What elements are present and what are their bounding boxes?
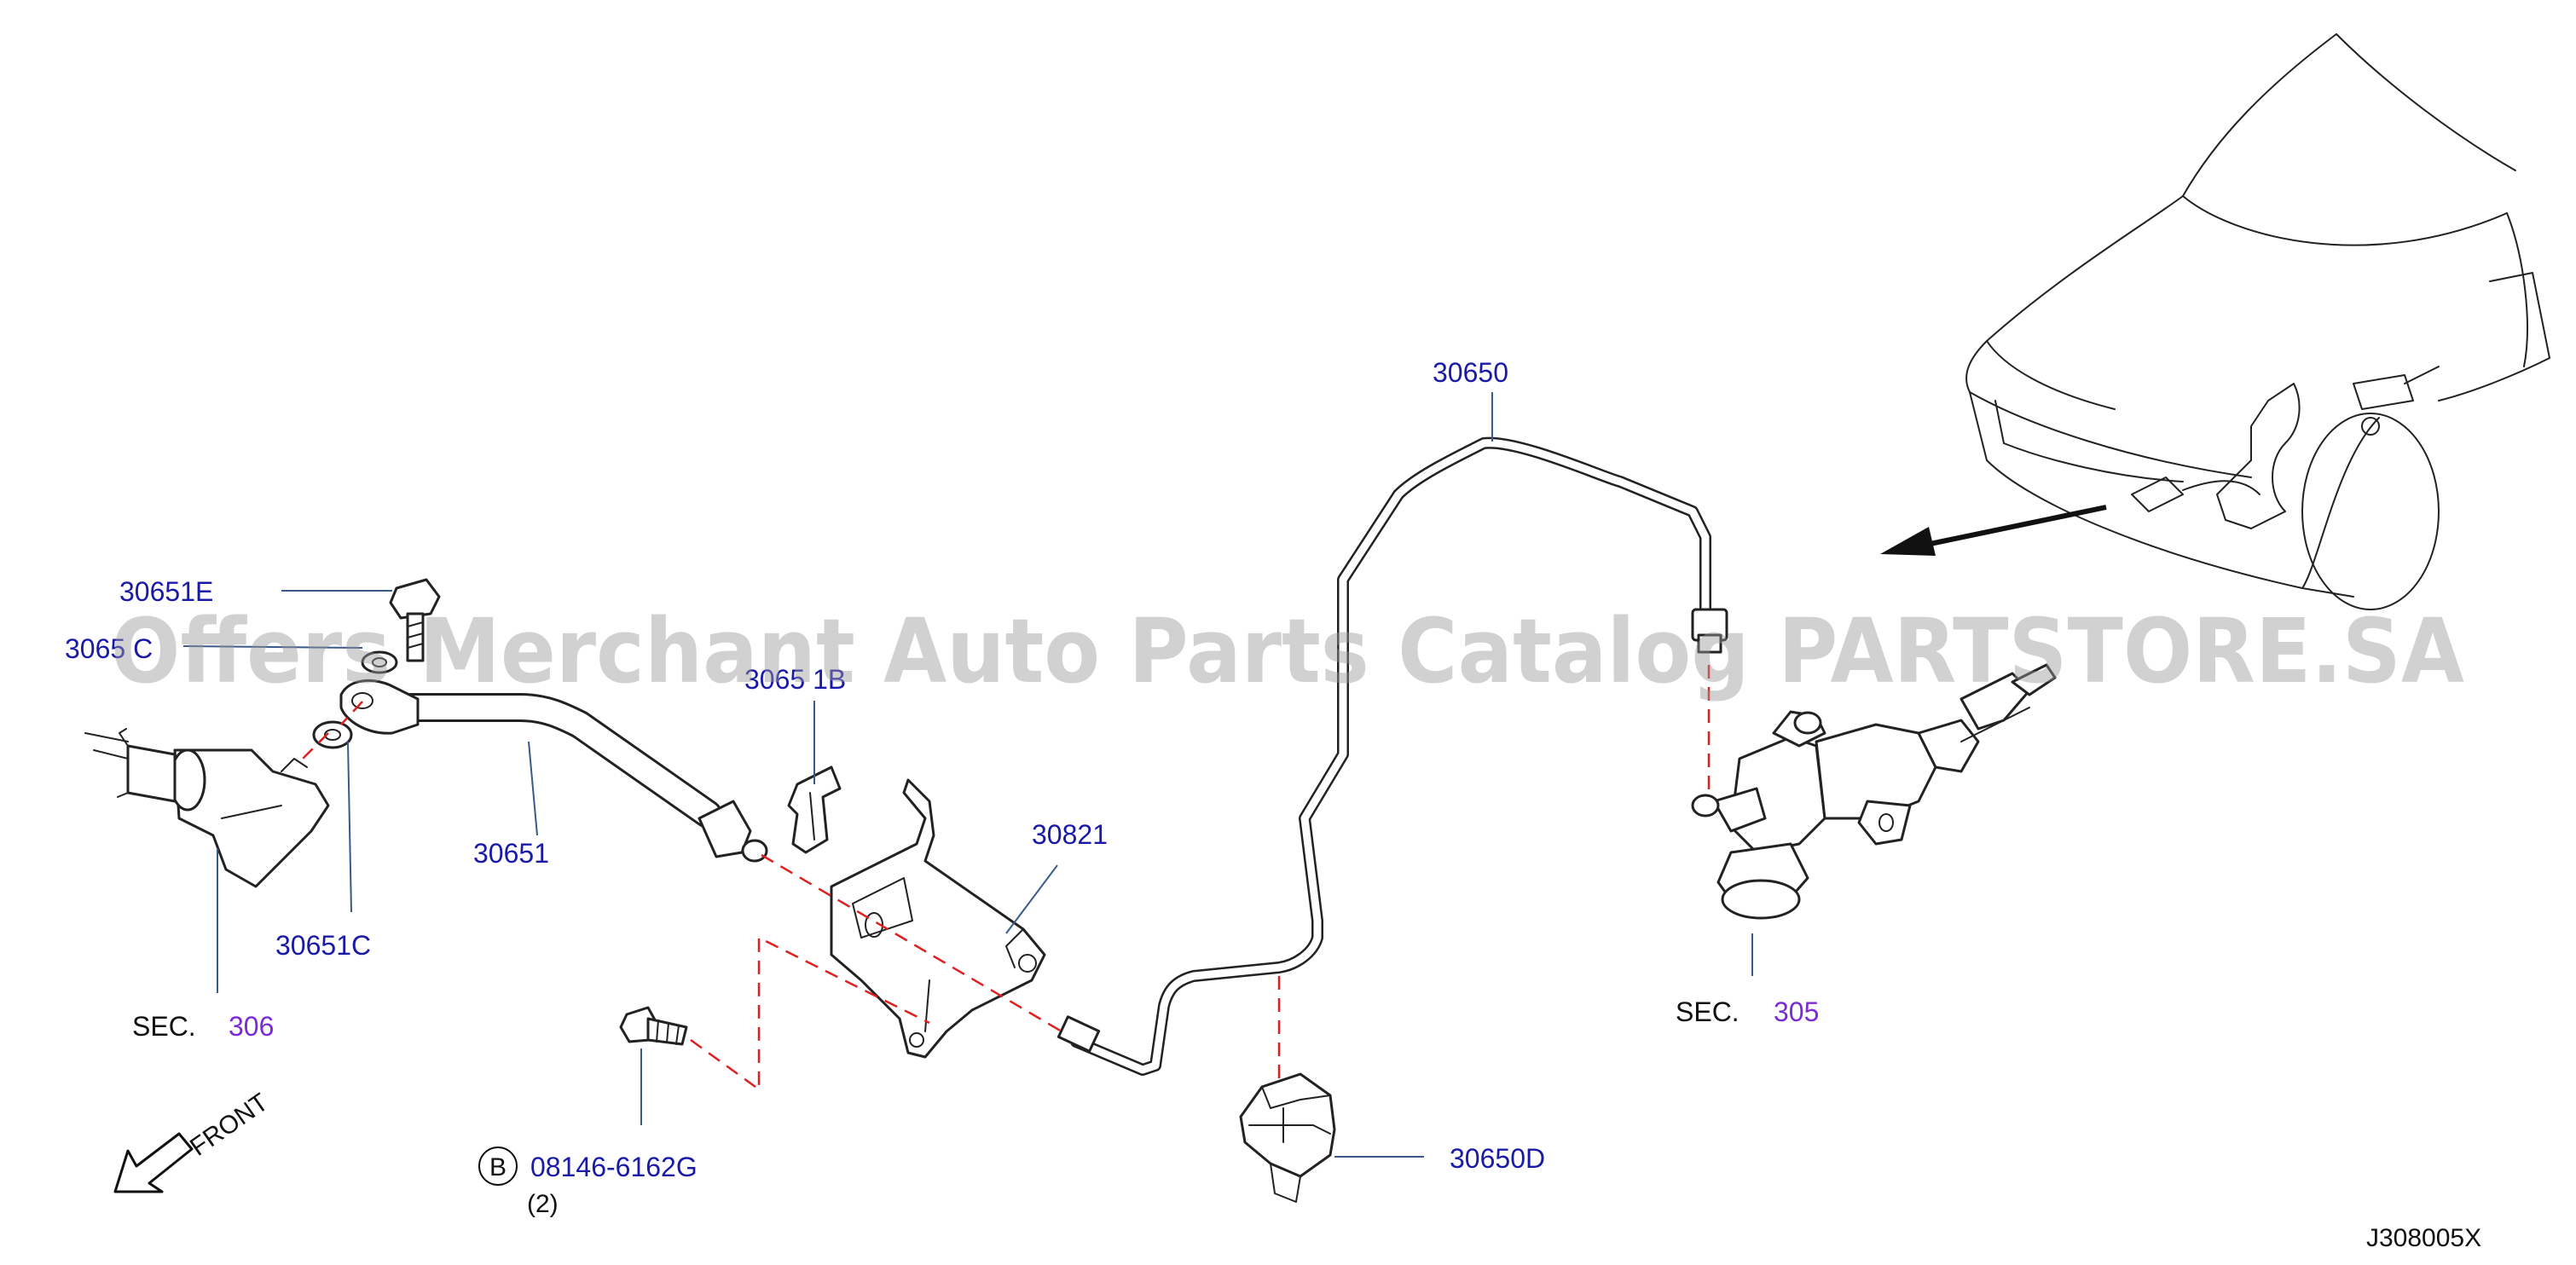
label-30651B[interactable]: 3065 1B [744,664,846,695]
label-30651C-top[interactable]: 3065 C [65,633,153,664]
bolt-callout-letter: B [489,1153,507,1181]
sec-306-prefix: SEC. [132,1011,196,1042]
sec-305-link[interactable]: 305 [1774,996,1819,1027]
bolt-callout-badge: B [478,1147,518,1186]
watermark-text: Offers Merchant Auto Parts Catalog PARTS… [111,599,2464,703]
vehicle-outline-icon [1880,33,2550,610]
leader-lines [182,392,1753,1158]
label-30651E[interactable]: 30651E [119,576,213,607]
sec-305-prefix: SEC. [1676,996,1740,1027]
label-30821[interactable]: 30821 [1032,819,1108,850]
washer-30651C-top[interactable] [361,650,398,674]
front-label: FRONT [185,1088,274,1161]
clip-30650D[interactable] [1239,1072,1336,1203]
clutch-tube-30650[interactable] [1056,436,1728,1076]
master-cylinder-sec305[interactable] [1691,663,2057,920]
bracket-30821[interactable] [830,778,1046,1059]
washer-30651C-bottom[interactable] [312,720,353,749]
label-30651C[interactable]: 30651C [275,930,371,961]
label-bolt-qty: (2) [527,1190,559,1218]
sec-306-link[interactable]: 306 [229,1011,274,1042]
label-30650[interactable]: 30650 [1433,357,1508,388]
label-30651[interactable]: 30651 [473,838,549,869]
assembly-guide-lines [302,665,1711,1092]
front-direction-arrow-icon [113,1132,194,1193]
bolt-30651E[interactable] [389,578,441,662]
diagram-code: J308005X [2366,1224,2481,1252]
label-30650D[interactable]: 30650D [1450,1143,1545,1174]
bolt-08146-6162G[interactable] [619,1006,688,1046]
hose-30651[interactable] [339,679,768,863]
label-08146-6162G[interactable]: 08146-6162G [530,1152,698,1182]
bracket-30651B[interactable] [787,765,842,854]
operating-cylinder-sec306[interactable] [84,728,330,888]
